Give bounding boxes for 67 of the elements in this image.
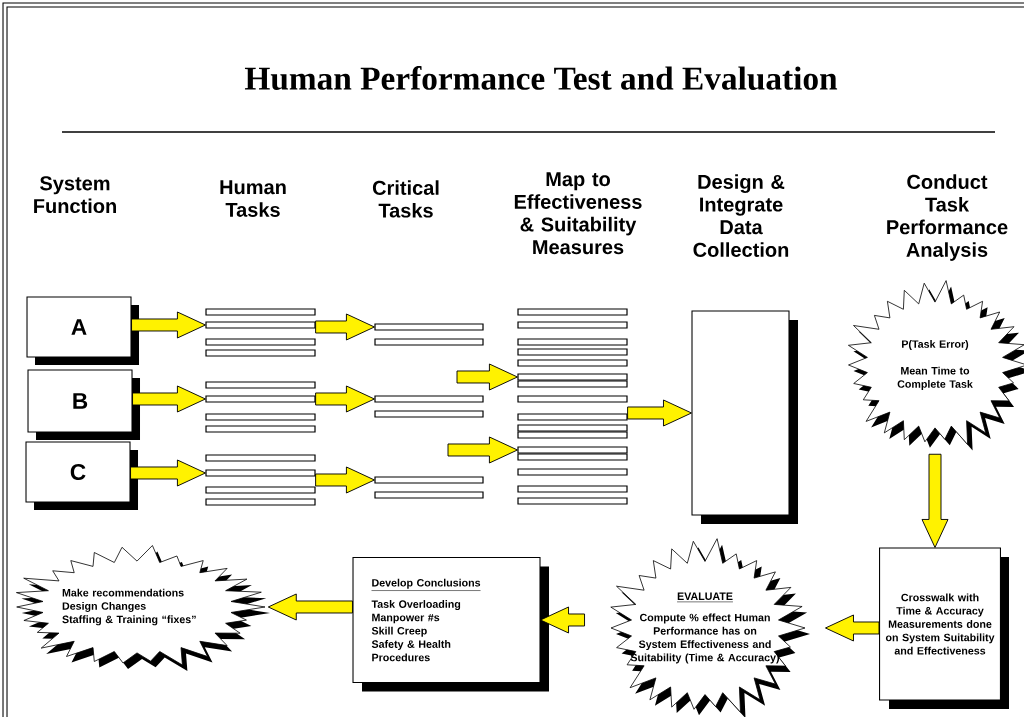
task-bar — [517, 497, 628, 505]
block-arrow — [447, 436, 518, 464]
task-bar — [517, 373, 628, 381]
block-arrow — [315, 466, 375, 494]
task-bar — [517, 424, 628, 432]
task-bar — [374, 476, 484, 484]
task-bar — [205, 425, 316, 433]
node-label: Compute % effect Human Performance has on System Effectiveness and Suitability (Time & Accuracy) — [630, 613, 780, 664]
column-heading: Design & Integrate Data Collection — [693, 174, 789, 257]
block-arrow — [315, 313, 375, 341]
task-bar — [517, 446, 628, 454]
column-heading: System Function — [34, 176, 116, 214]
block-arrow — [921, 453, 949, 548]
column-heading: Conduct Task Performance Analysis — [887, 174, 1008, 261]
block-arrow — [456, 363, 518, 391]
letter-box: A — [26, 296, 139, 365]
task-bar — [374, 395, 484, 403]
task-bar — [205, 338, 316, 346]
task-bar — [205, 469, 316, 477]
node-label: P(Task Error) — [902, 340, 969, 350]
task-bar — [517, 395, 628, 403]
task-bar — [374, 491, 484, 499]
task-bar — [205, 486, 316, 494]
task-bar — [517, 308, 628, 316]
task-bar — [517, 338, 628, 346]
task-bar — [517, 485, 628, 493]
task-bar — [205, 308, 316, 316]
task-bar — [205, 498, 316, 506]
task-bar — [517, 468, 628, 476]
task-bar — [517, 321, 628, 329]
block-arrow — [540, 606, 585, 634]
column-heading: Map to Effectiveness & Suitability Measures — [514, 172, 642, 255]
task-bar — [205, 413, 316, 421]
block-arrow — [315, 385, 375, 413]
title: Human Performance Test and Evaluation — [244, 66, 838, 90]
letter-box: B — [27, 369, 140, 440]
task-bar — [374, 338, 484, 346]
column-heading: Human Tasks — [220, 180, 286, 217]
task-bar — [517, 380, 628, 388]
task-bar — [517, 431, 628, 439]
block-arrow — [825, 614, 880, 642]
block-arrow — [130, 459, 206, 487]
text-box: Crosswalk with Time & Accuracy Measurements done on System Suitability and Effectiveness — [879, 547, 1009, 709]
task-bar — [517, 359, 628, 367]
column-heading: Critical Tasks — [372, 180, 439, 218]
task-bar — [517, 453, 628, 461]
node-label: Mean Time to Complete Task — [897, 366, 973, 390]
block-arrow — [627, 399, 692, 427]
task-bar — [517, 413, 628, 421]
task-bar — [205, 321, 316, 329]
data-collection-box — [691, 310, 798, 524]
task-bar — [205, 349, 316, 357]
starburst: P(Task Error) Mean Time to Complete Task — [848, 280, 1024, 451]
letter-box: C — [25, 441, 138, 510]
task-bar — [374, 323, 484, 331]
task-bar — [374, 410, 484, 418]
task-bar — [205, 381, 316, 389]
starburst: EVALUATE Compute % effect Human Performance has on System Effectiveness and Suitability (Time & Accuracy) — [610, 538, 810, 717]
task-bar — [517, 348, 628, 356]
node-label: EVALUATE — [677, 592, 733, 600]
block-arrow — [267, 593, 353, 621]
block-arrow — [132, 385, 206, 413]
task-bar — [205, 454, 316, 462]
starburst: Make recommendations Design Changes Staffing & Training “fixes” — [16, 545, 270, 671]
text-box: Develop Conclusions Task Overloading Manpower #s Skill Creep Safety & Health Procedures — [352, 556, 549, 692]
block-arrow — [131, 311, 206, 339]
task-bar — [205, 395, 316, 403]
